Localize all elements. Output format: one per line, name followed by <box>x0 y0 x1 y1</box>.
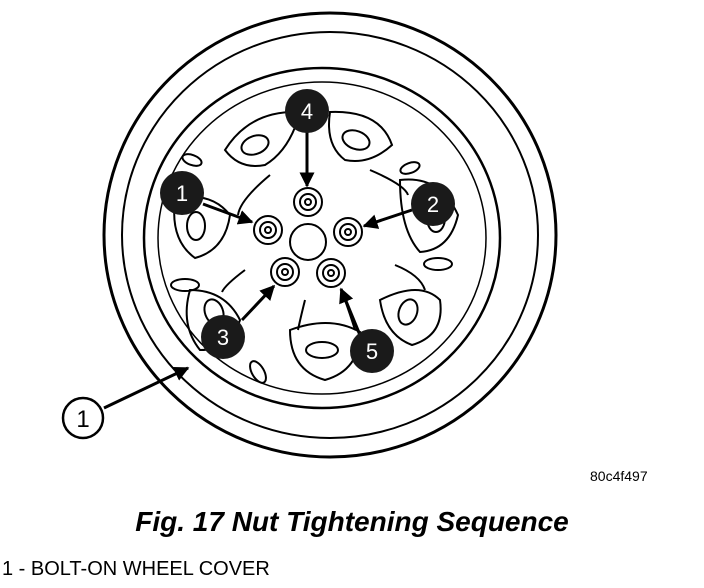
arrow-callout <box>103 366 190 410</box>
lug-nut-left <box>253 215 283 245</box>
lug-nuts <box>253 187 363 288</box>
svg-text:5: 5 <box>366 339 378 364</box>
sequence-badge-3: 3 <box>201 315 245 359</box>
svg-text:3: 3 <box>217 325 229 350</box>
wheel-diagram: 1 2 3 4 5 1 <box>61 11 558 459</box>
sequence-badge-2: 2 <box>411 182 455 226</box>
lug-nut-top <box>293 187 323 217</box>
sequence-badge-5: 5 <box>350 329 394 373</box>
sequence-arrows <box>103 132 413 410</box>
svg-text:1: 1 <box>176 181 188 206</box>
sequence-badge-4: 4 <box>285 89 329 133</box>
svg-text:2: 2 <box>427 192 439 217</box>
arrow-3 <box>240 284 276 322</box>
figure-caption: Fig. 17 Nut Tightening Sequence <box>135 506 569 537</box>
lug-nut-right <box>333 217 363 247</box>
center-hub <box>289 223 327 261</box>
svg-text:4: 4 <box>301 99 313 124</box>
lug-nut-lower-left <box>270 257 300 287</box>
lug-nut-lower-right <box>316 258 346 288</box>
sequence-badge-1: 1 <box>160 171 204 215</box>
arrow-2 <box>362 208 413 229</box>
figure-id: 80c4f497 <box>590 468 648 484</box>
callout-bolt-on-wheel-cover: 1 <box>61 396 105 440</box>
legend-item: 1 - BOLT-ON WHEEL COVER <box>2 558 270 580</box>
arrow-1 <box>202 202 254 225</box>
arrow-5 <box>339 287 364 341</box>
svg-text:1: 1 <box>76 406 89 433</box>
